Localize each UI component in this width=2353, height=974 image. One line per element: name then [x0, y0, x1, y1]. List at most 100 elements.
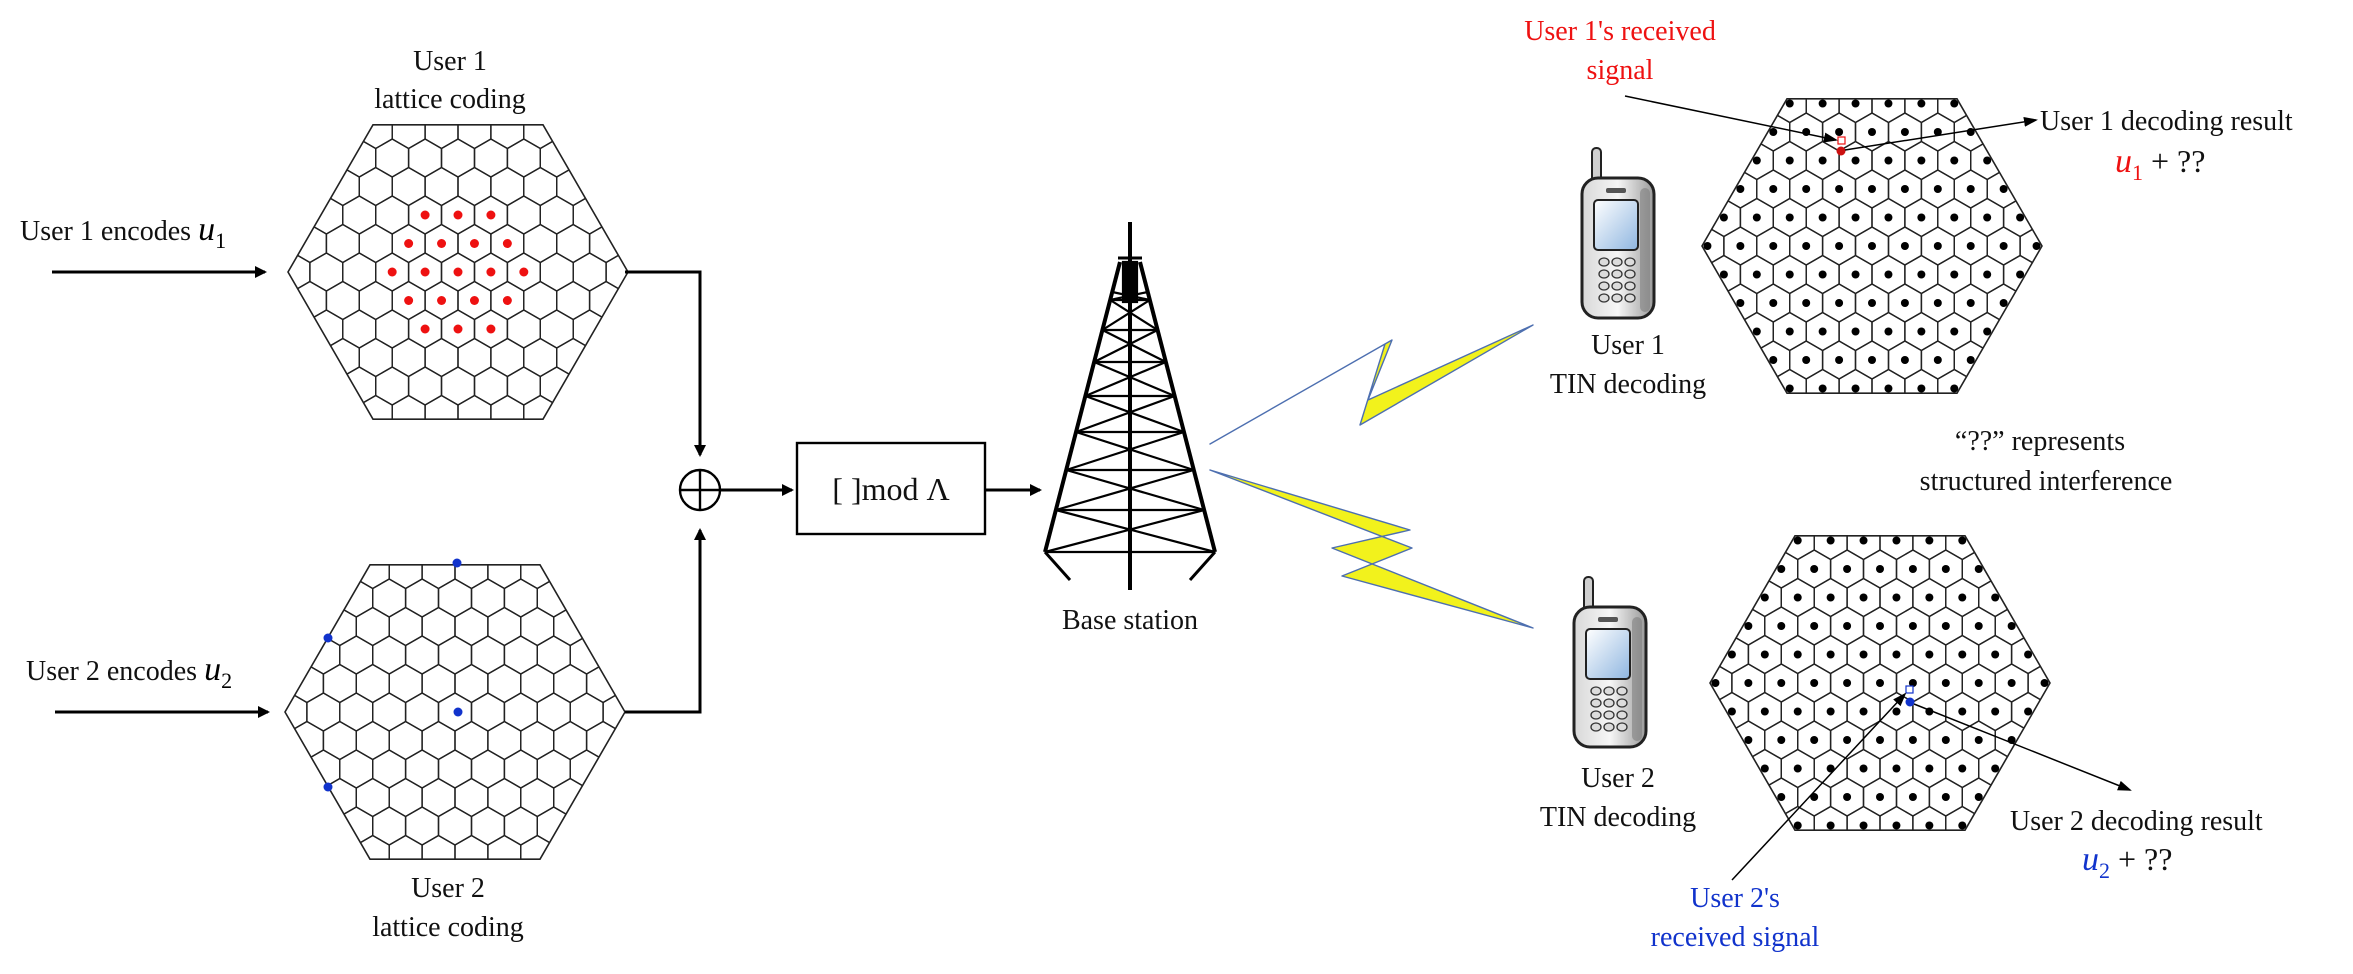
receiver2-received-line1: User 2's [1690, 883, 1780, 914]
lattice-cell [306, 635, 341, 675]
lattice-cell [285, 692, 308, 732]
lattice-cell [404, 749, 440, 789]
lattice-point [1859, 764, 1868, 773]
lattice-point [1818, 384, 1827, 393]
lattice-point [1843, 793, 1852, 801]
receiver2-decoded-point [1905, 697, 1915, 707]
lattice-cell [454, 663, 489, 704]
lattice-cell [523, 337, 558, 378]
lattice-cell [487, 663, 522, 704]
lattice-cell [523, 124, 558, 150]
lattice-point [1826, 707, 1835, 716]
lattice-cell [388, 834, 423, 860]
lattice-cell [372, 692, 407, 732]
lattice-point [1884, 327, 1893, 336]
lattice-point [1851, 156, 1860, 165]
lattice-point [1974, 565, 1983, 573]
lattice-cell [440, 366, 476, 406]
lattice-cell [520, 606, 555, 647]
lattice-cell [388, 663, 423, 704]
lattice-point [1843, 736, 1852, 744]
lattice-cell [475, 424, 508, 462]
lattice-point [1777, 679, 1786, 687]
lattice-cell [391, 124, 426, 150]
lattice-cell [556, 280, 591, 321]
lattice-point [1900, 356, 1909, 364]
codeword-point [502, 296, 512, 305]
lattice-cell [325, 166, 360, 207]
lattice-cell [585, 663, 621, 704]
lattice-point [1793, 821, 1802, 830]
lattice-cell [292, 166, 328, 207]
lattice-cell [1856, 56, 1889, 94]
lattice-cell [1978, 535, 2013, 561]
lattice-cell [536, 578, 571, 618]
encoder2-input-label: User 2 encodes u2 [26, 651, 232, 693]
lattice-point [1925, 650, 1934, 659]
lattice-point [1917, 270, 1926, 279]
lattice-point [1917, 213, 1926, 222]
lattice-cell [553, 834, 588, 860]
lattice-cell [289, 606, 325, 647]
lattice-cell [1831, 493, 1864, 531]
lattice-point [1851, 270, 1860, 279]
lattice-cell [306, 578, 341, 618]
lattice-cell [2035, 254, 2042, 295]
lattice-cell [1710, 606, 1733, 646]
lattice-cell [602, 749, 625, 789]
lattice-point [1835, 299, 1844, 307]
lattice-cell [289, 663, 325, 704]
lattice-cell [569, 806, 604, 846]
lattice-cell [621, 280, 628, 321]
lattice-point [1958, 650, 1967, 659]
lattice-cell [437, 578, 473, 618]
encoder1-input-label: User 1 encodes u1 [20, 211, 226, 253]
lattice-point [1744, 679, 1753, 687]
lattice-point [1826, 821, 1835, 830]
lattice-cell [556, 394, 591, 420]
lattice-cell [618, 720, 625, 761]
codeword-point [469, 239, 479, 248]
receiver1-result-pointer [1844, 116, 2038, 151]
lattice-cell [355, 663, 390, 704]
receiver1-received-line1: User 1's received [1524, 16, 1716, 47]
receiver2-received-line2: received signal [1651, 922, 1820, 953]
lattice-cell [490, 124, 525, 150]
receiver2-result-expression: u2 + ?? [2082, 841, 2172, 883]
lattice-cell [358, 337, 393, 378]
lattice-point [1933, 128, 1942, 136]
lattice-point [1958, 764, 1967, 773]
lattice-point [1777, 736, 1786, 744]
lattice-point [1843, 565, 1852, 573]
lattice-cell [602, 635, 625, 675]
lattice-point [1793, 764, 1802, 773]
lattice-cell [473, 366, 509, 406]
receiver1-received-signal-marker [1837, 136, 1846, 145]
lattice-cell [288, 252, 311, 292]
lattice-cell [539, 309, 574, 349]
lattice-cell [437, 635, 473, 675]
lattice-cell [1798, 835, 1831, 873]
lattice-cell [454, 606, 489, 647]
lattice-cell [309, 138, 344, 178]
lattice-cell [553, 720, 588, 761]
lattice-cell [342, 138, 377, 178]
lattice-point [1868, 299, 1876, 307]
lattice-cell [2027, 606, 2050, 646]
lattice-cell [288, 309, 311, 349]
lattice-cell [2002, 140, 2038, 181]
lattice-cell [506, 138, 541, 178]
codeword-point [323, 782, 333, 792]
receiver1-decoded-point [1836, 146, 1846, 156]
lattice-point [1991, 764, 2000, 773]
lattice-cell [585, 720, 621, 761]
lattice-cell [1702, 283, 1725, 323]
codeword-point [420, 210, 430, 220]
lattice-cell [585, 606, 621, 647]
lattice-point [1876, 736, 1884, 744]
lattice-point [1810, 565, 1819, 573]
lattice-point [1917, 327, 1926, 336]
lattice-cell [388, 720, 423, 761]
lattice-cell [1731, 777, 1766, 817]
lattice-cell [588, 280, 624, 321]
